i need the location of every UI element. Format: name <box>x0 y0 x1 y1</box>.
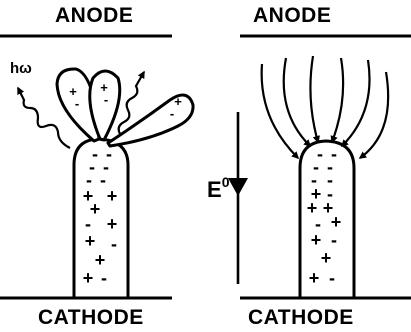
field-line-2 <box>284 58 310 146</box>
lobe-plus-sign: + <box>174 94 182 109</box>
left-body-plus-sign: + <box>85 231 96 251</box>
field-line-4 <box>332 58 343 142</box>
lobe-minus-sign: - <box>104 92 108 107</box>
right-body-minus-sign: - <box>331 230 337 250</box>
right-body-plus-sign: + <box>321 248 332 268</box>
left-body-plus-sign: + <box>107 214 118 234</box>
right-body-plus-sign: + <box>309 268 320 288</box>
left-body-minus-sign: - <box>111 234 117 254</box>
right-body-plus-sign: + <box>331 212 342 232</box>
field-line-6 <box>360 72 388 158</box>
left-body-minus-sign: - <box>100 170 106 190</box>
left-body-minus-sign: - <box>101 268 107 288</box>
field-lines <box>262 56 389 158</box>
field-line-1 <box>262 64 298 158</box>
field-line-3 <box>310 56 318 142</box>
right-body-minus-sign: - <box>329 268 335 288</box>
left-body-plus-sign: + <box>90 199 101 219</box>
lobe-minus-sign: - <box>75 96 79 111</box>
lobe-minus-sign: - <box>170 106 174 121</box>
field-line-5 <box>342 60 370 146</box>
field-arrow-head <box>228 178 248 196</box>
left-body-plus-sign: + <box>107 186 118 206</box>
right-body-plus-sign: + <box>311 230 322 250</box>
left-body-plus-sign: + <box>83 268 94 288</box>
left-body-plus-sign: + <box>95 250 106 270</box>
